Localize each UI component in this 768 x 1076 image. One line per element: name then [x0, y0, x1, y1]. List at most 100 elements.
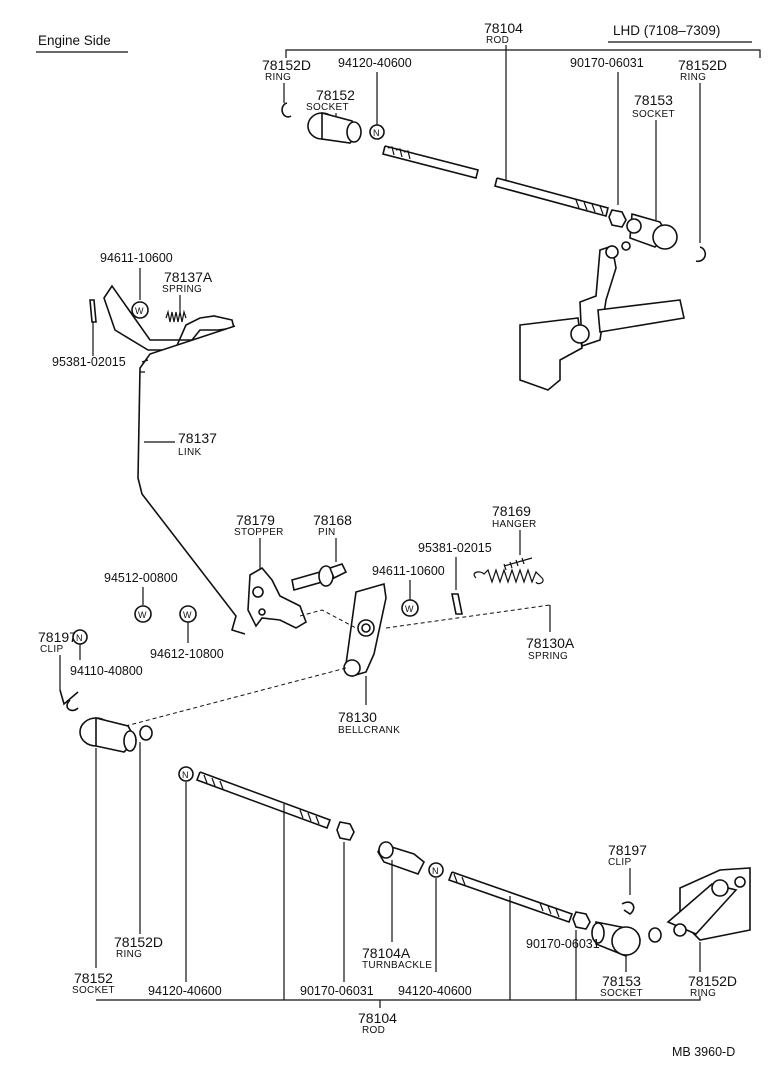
svg-text:N: N	[432, 866, 439, 876]
top-ring-left-name: RING	[265, 72, 291, 83]
footer-code: MB 3960-D	[672, 1045, 735, 1059]
bottom-nut1-number: 94120-40600	[148, 984, 222, 998]
bottom-nut2	[336, 821, 355, 841]
bottom-nut3-number: 94120-40600	[398, 984, 472, 998]
turnbuckle-name: TURNBACKLE	[362, 960, 432, 971]
washer-left-number: 94512-00800	[104, 571, 178, 585]
top-nut-right-number: 90170-06031	[570, 56, 644, 70]
bottom-clip	[621, 901, 635, 915]
link-name: LINK	[178, 447, 201, 458]
bottom-rod-left-segment	[195, 771, 332, 830]
bottom-clip-name: CLIP	[608, 857, 631, 868]
pin-number: 78168	[313, 512, 352, 528]
hanger-name: HANGER	[492, 519, 537, 530]
bottom-rod-number: 78104	[358, 1010, 397, 1026]
bottom-ring-left	[139, 725, 153, 741]
bottom-bracket-line	[96, 996, 701, 1001]
stopper-part	[247, 566, 307, 629]
hanger-number: 78169	[492, 503, 531, 519]
bottom-socket-left-name: SOCKET	[72, 985, 115, 996]
pin-left-number: 95381-02015	[52, 355, 126, 369]
clip-name: CLIP	[40, 644, 63, 655]
svg-text:W: W	[405, 604, 414, 614]
bottom-turnbuckle	[377, 841, 426, 875]
bellcrank-name: BELLCRANK	[338, 725, 400, 736]
bottom-socket-right-name: SOCKET	[600, 988, 643, 999]
svg-text:N: N	[373, 128, 380, 138]
bottom-ring-right-number: 78152D	[688, 973, 737, 989]
bottom-nut2-number: 90170-06031	[300, 984, 374, 998]
hanger-part	[503, 557, 533, 571]
bottom-lever-bracket	[666, 867, 751, 941]
clip-number: 78197	[38, 629, 77, 645]
cotter-pin-mid	[451, 593, 463, 615]
spring2-number: 78130A	[526, 635, 575, 651]
svg-text:W: W	[138, 610, 147, 620]
top-rod-left-segment	[382, 145, 479, 179]
spring-name: SPRING	[162, 284, 202, 295]
bottom-nut-right	[572, 911, 591, 930]
spring-number: 78137A	[164, 269, 213, 285]
top-socket-right	[626, 212, 678, 250]
pin-name: PIN	[318, 527, 336, 538]
bottom-nut3: N	[428, 862, 444, 878]
top-socket-right-number: 78153	[634, 92, 673, 108]
top-rod-right-segment	[494, 177, 609, 217]
top-lever-bracket	[519, 241, 685, 391]
bellcrank-number: 78130	[338, 709, 377, 725]
stopper-number: 78179	[236, 512, 275, 528]
variant-label: LHD (7108–7309)	[613, 23, 720, 38]
top-rod-number: 78104	[484, 20, 523, 36]
link-number: 78137	[178, 430, 217, 446]
bottom-nut-right-number: 90170-06031	[526, 937, 600, 951]
washer-mid-number: 94611-10600	[372, 564, 445, 578]
washer-left2: W	[179, 605, 197, 623]
bottom-socket-left-number: 78152	[74, 970, 113, 986]
bottom-socket-right	[591, 921, 642, 957]
bottom-ring-left-name: RING	[116, 949, 142, 960]
top-socket-left	[307, 111, 362, 144]
spring-mid	[473, 568, 544, 585]
washer-left: W	[134, 605, 152, 623]
spring2-name: SPRING	[528, 651, 568, 662]
bellcrank-part	[343, 582, 387, 677]
top-bracket-plate	[103, 284, 235, 351]
bottom-socket-left	[79, 716, 137, 753]
svg-text:N: N	[76, 633, 83, 643]
washer-left2-number: 94612-10800	[150, 647, 224, 661]
top-nut-left: N	[369, 124, 385, 140]
cotter-number: 95381-02015	[418, 541, 492, 555]
engine-side-label: Engine Side	[38, 33, 111, 48]
top-rod-name: ROD	[486, 35, 509, 46]
bottom-ring-right-name: RING	[690, 988, 716, 999]
turnbuckle-number: 78104A	[362, 945, 411, 961]
top-ring-left-number: 78152D	[262, 57, 311, 73]
svg-text:W: W	[183, 610, 192, 620]
cotter-pin-left	[89, 299, 97, 323]
svg-text:W: W	[135, 306, 144, 316]
clip-part	[59, 689, 79, 712]
dashed-guides	[117, 604, 551, 729]
top-ring-left	[281, 102, 292, 118]
link-rod	[137, 325, 246, 635]
top-socket-right-name: SOCKET	[632, 109, 675, 120]
top-ring-right-name: RING	[680, 72, 706, 83]
bottom-ring-right	[648, 927, 662, 943]
nut-left-number: 94110-40800	[70, 664, 143, 678]
spring-top	[165, 309, 187, 323]
top-socket-left-number: 78152	[316, 87, 355, 103]
top-bracket-line	[285, 49, 761, 58]
washer-mid: W	[401, 599, 419, 617]
top-nut-right	[608, 209, 627, 228]
washer-top: W	[131, 301, 149, 319]
bottom-rod-name: ROD	[362, 1025, 385, 1036]
top-nut-left-number: 94120-40600	[338, 56, 412, 70]
stopper-name: STOPPER	[234, 527, 284, 538]
bottom-clip-number: 78197	[608, 842, 647, 858]
pin-part	[291, 563, 348, 592]
svg-text:N: N	[182, 770, 189, 780]
bottom-ring-left-number: 78152D	[114, 934, 163, 950]
top-ring-right-number: 78152D	[678, 57, 727, 73]
top-socket-left-name: SOCKET	[306, 102, 349, 113]
